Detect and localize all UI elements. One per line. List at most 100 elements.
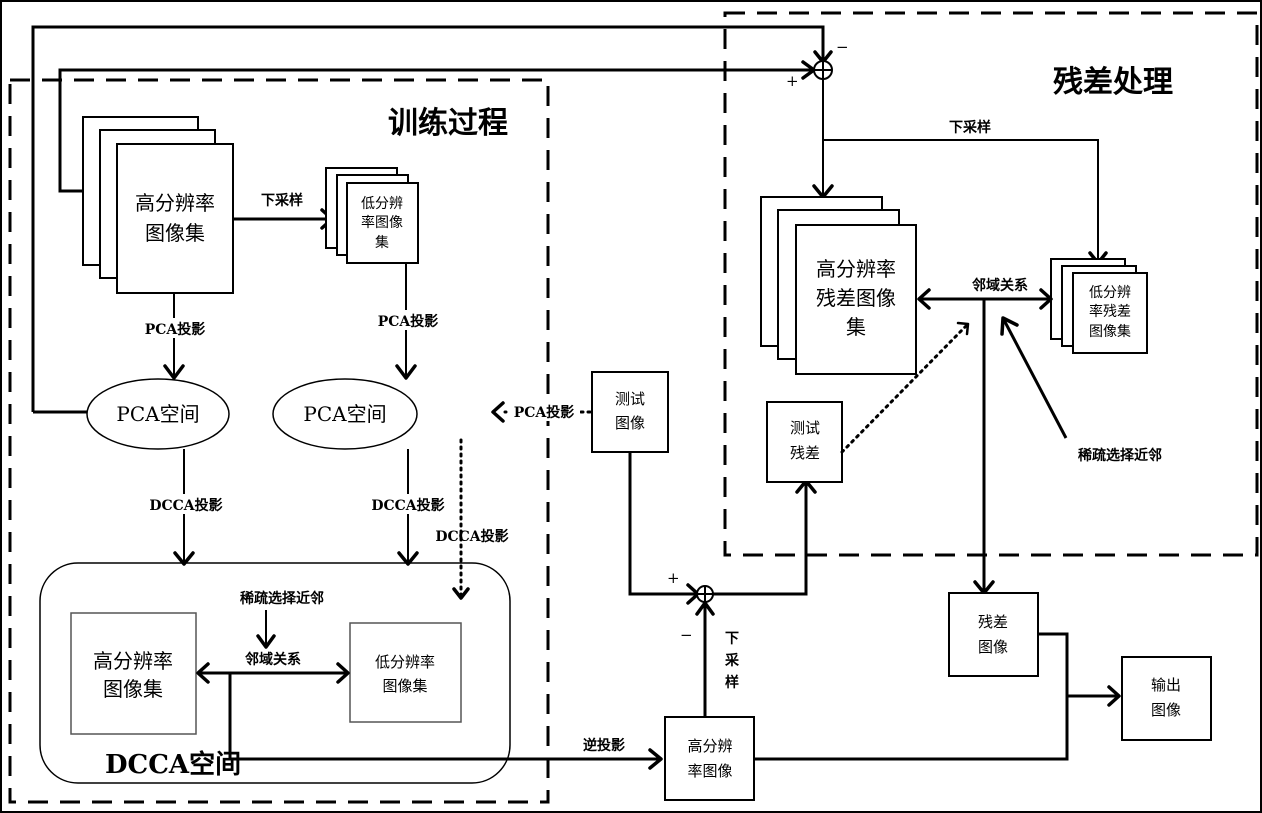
inverse-proj-arrow bbox=[648, 748, 663, 770]
dcca-space-title: DCCA空间 bbox=[105, 749, 241, 780]
label-bg bbox=[368, 310, 448, 330]
hr-residual-label-1: 高分辨率 bbox=[816, 257, 896, 281]
lr-residual-label-1: 低分辨 bbox=[1089, 285, 1131, 301]
pca-proj-arrow-right bbox=[395, 364, 417, 380]
sign-minus-top: − bbox=[836, 38, 849, 56]
neighbor-rel-residual-arrow-left bbox=[917, 288, 931, 310]
lr-residual-label-2: 率残差 bbox=[1089, 303, 1131, 320]
inverse-proj-label: 逆投影 bbox=[583, 737, 625, 754]
hr-image-to-output-line bbox=[754, 696, 1069, 761]
hr-image-label-1: 高分辨 bbox=[687, 737, 732, 755]
feedback-line-inner bbox=[58, 68, 812, 193]
inverse-proj-line bbox=[228, 673, 660, 761]
dcca-hr-set-label-2: 图像集 bbox=[103, 677, 163, 701]
residual-image-box bbox=[948, 592, 1039, 677]
sparse-select-residual-line bbox=[1002, 319, 1068, 439]
sign-plus-top: + bbox=[786, 72, 799, 90]
dcca-proj-label-right: DCCA投影 bbox=[371, 498, 444, 514]
hr-set-label-1: 高分辨率 bbox=[135, 191, 215, 215]
dcca-lr-set bbox=[349, 622, 462, 723]
pca-proj-label-left: PCA投影 bbox=[145, 322, 206, 338]
lr-image-set-stack bbox=[325, 167, 419, 264]
dcca-lr-set-label-2: 图像集 bbox=[382, 677, 427, 695]
downsample-vert-3: 样 bbox=[725, 674, 739, 691]
training-frame bbox=[8, 78, 550, 804]
pca-proj-arrow-left bbox=[163, 364, 185, 380]
output-image-box bbox=[1121, 656, 1212, 741]
sparse-select-residual-label: 稀疏选择近邻 bbox=[1078, 447, 1162, 464]
downsample-vert-2: 采 bbox=[724, 652, 740, 669]
output-image-label-2: 图像 bbox=[1151, 701, 1181, 719]
test-residual-box bbox=[766, 401, 843, 483]
pca-space-right-label: PCA空间 bbox=[303, 402, 386, 426]
dcca-proj-dotted-arrow bbox=[452, 587, 470, 600]
downsample-label: 下采样 bbox=[261, 192, 303, 209]
dcca-hr-set-label-1: 高分辨率 bbox=[93, 649, 173, 673]
output-arrow bbox=[1107, 685, 1121, 707]
feedback-line-outer bbox=[31, 25, 825, 412]
sum-node-top bbox=[813, 60, 833, 80]
test-image-to-sum-line bbox=[628, 452, 697, 596]
output-image-label-1: 输出 bbox=[1151, 676, 1181, 694]
residual-title: 残差处理 bbox=[1053, 65, 1173, 100]
hr-image-box bbox=[664, 716, 755, 801]
dcca-proj-label-left: DCCA投影 bbox=[149, 498, 222, 514]
sparse-select-residual-arrow bbox=[1000, 316, 1019, 336]
lr-residual-set-stack bbox=[1050, 258, 1148, 354]
residual-downsample-line bbox=[823, 139, 1099, 262]
lr-set-label-3: 集 bbox=[375, 234, 389, 251]
neighbor-rel-residual-label: 邻域关系 bbox=[972, 277, 1028, 294]
test-residual-dotted-line bbox=[840, 324, 968, 454]
neighbor-rel-dcca-label: 邻域关系 bbox=[245, 651, 301, 668]
pca-space-left bbox=[86, 378, 230, 450]
hr-residual-label-2: 残差图像 bbox=[816, 286, 896, 310]
dcca-lr-set-label-1: 低分辨率 bbox=[375, 653, 435, 671]
hr-residual-label-3: 集 bbox=[846, 315, 866, 339]
dcca-hr-set bbox=[70, 612, 197, 735]
dcca-proj-arrow-left bbox=[173, 551, 195, 566]
label-bg bbox=[140, 494, 230, 514]
pca-proj-test-arrow bbox=[491, 401, 505, 423]
sum-node-bottom bbox=[696, 585, 714, 603]
sign-minus-bottom: − bbox=[680, 626, 693, 644]
test-residual-label-1: 测试 bbox=[790, 419, 820, 437]
neighbor-rel-residual-arrow-right bbox=[1039, 288, 1053, 310]
hr-image-label-2: 率图像 bbox=[687, 762, 732, 780]
downsample-vert-1: 下 bbox=[725, 631, 739, 647]
hr-residual-set-stack bbox=[760, 196, 917, 375]
sign-plus-bottom: + bbox=[667, 569, 680, 587]
sparse-select-dcca-arrow bbox=[256, 634, 276, 649]
hr-image-downsample-arrow bbox=[695, 601, 715, 616]
pca-proj-label-right: PCA投影 bbox=[378, 314, 439, 330]
pca-proj-test-label: PCA投影 bbox=[514, 405, 575, 421]
test-image-box bbox=[591, 371, 669, 453]
test-image-label-1: 测试 bbox=[615, 390, 645, 408]
residual-image-label-2: 图像 bbox=[978, 638, 1008, 656]
sum-to-test-residual-line bbox=[713, 482, 808, 596]
dcca-proj-dotted-label: DCCA投影 bbox=[435, 529, 508, 545]
residual-image-label-1: 残差 bbox=[978, 613, 1008, 631]
label-bg bbox=[508, 403, 580, 421]
residual-downsample-label: 下采样 bbox=[949, 119, 991, 136]
hr-set-label-2: 图像集 bbox=[145, 221, 205, 245]
hr-image-set-stack bbox=[82, 116, 234, 294]
sparse-select-dcca-label: 稀疏选择近邻 bbox=[240, 590, 324, 607]
test-residual-dotted-arrow bbox=[956, 321, 970, 336]
test-residual-label-2: 残差 bbox=[790, 444, 820, 462]
neighbor-arrow-left bbox=[196, 662, 210, 684]
lr-set-label-2: 率图像 bbox=[361, 214, 403, 231]
dcca-proj-arrow-right bbox=[397, 551, 419, 566]
pca-space-left-label: PCA空间 bbox=[116, 402, 199, 426]
training-title: 训练过程 bbox=[388, 106, 508, 141]
residual-image-to-output-line bbox=[1038, 632, 1069, 759]
label-bg bbox=[363, 494, 453, 514]
lr-residual-label-3: 图像集 bbox=[1089, 323, 1131, 340]
pca-space-right bbox=[272, 378, 418, 450]
lr-set-label-1: 低分辨 bbox=[361, 196, 403, 212]
neighbor-arrow-right bbox=[336, 662, 350, 684]
test-image-label-2: 图像 bbox=[615, 414, 645, 432]
dcca-space-frame bbox=[39, 562, 511, 784]
label-bg bbox=[135, 318, 215, 338]
